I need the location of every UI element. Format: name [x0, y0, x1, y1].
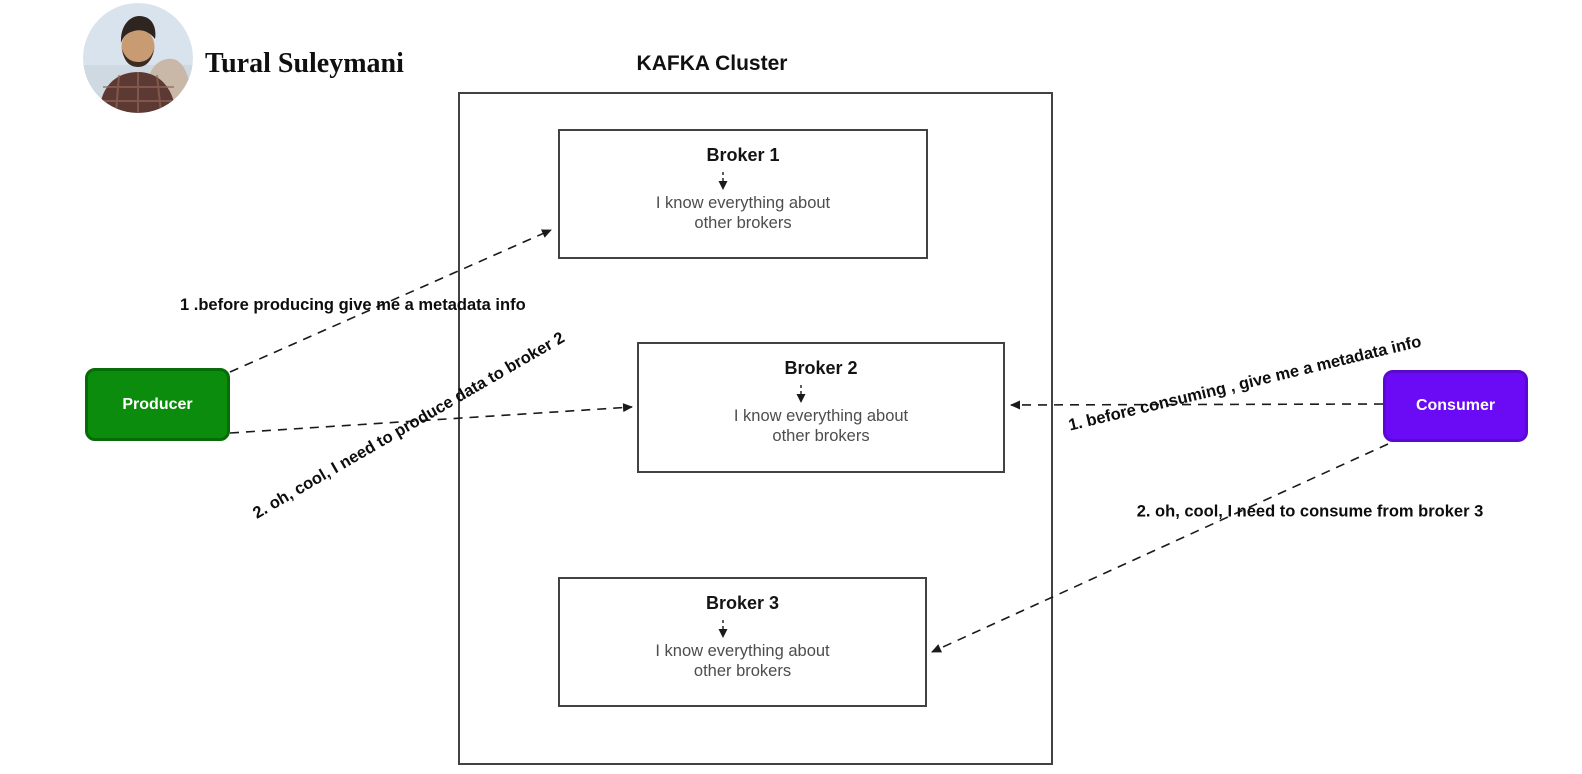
cluster-title: KAFKA Cluster	[636, 52, 788, 75]
broker-3-title: Broker 3	[705, 593, 780, 613]
label-producer-metadata: 1 .before producing give me a metadata i…	[180, 296, 526, 314]
down-arrow-icon	[718, 620, 727, 638]
producer-node: Producer	[85, 368, 230, 441]
consumer-node: Consumer	[1383, 370, 1528, 442]
label-consumer-consume: 2. oh, cool, I need to consume from brok…	[1136, 502, 1484, 521]
producer-label: Producer	[122, 395, 193, 413]
broker-3-box: Broker 3 I know everything about other b…	[558, 577, 927, 707]
avatar	[83, 3, 193, 113]
author-name: Tural Suleymani	[205, 48, 404, 79]
label-consumer-metadata: 1. before consuming , give me a metadata…	[1066, 332, 1424, 435]
broker-2-title: Broker 2	[784, 358, 858, 378]
down-arrow-icon	[796, 385, 806, 403]
broker-1-box: Broker 1 I know everything about other b…	[558, 129, 928, 259]
broker-1-title: Broker 1	[706, 145, 780, 165]
broker-1-description: I know everything about other brokers	[655, 194, 831, 232]
avatar-photo	[83, 3, 193, 113]
consumer-label: Consumer	[1415, 397, 1496, 414]
broker-2-box: Broker 2 I know everything about other b…	[637, 342, 1005, 473]
broker-2-description: I know everything about other brokers	[733, 407, 909, 445]
broker-3-description: I know everything about other brokers	[655, 642, 830, 680]
down-arrow-icon	[718, 172, 728, 190]
